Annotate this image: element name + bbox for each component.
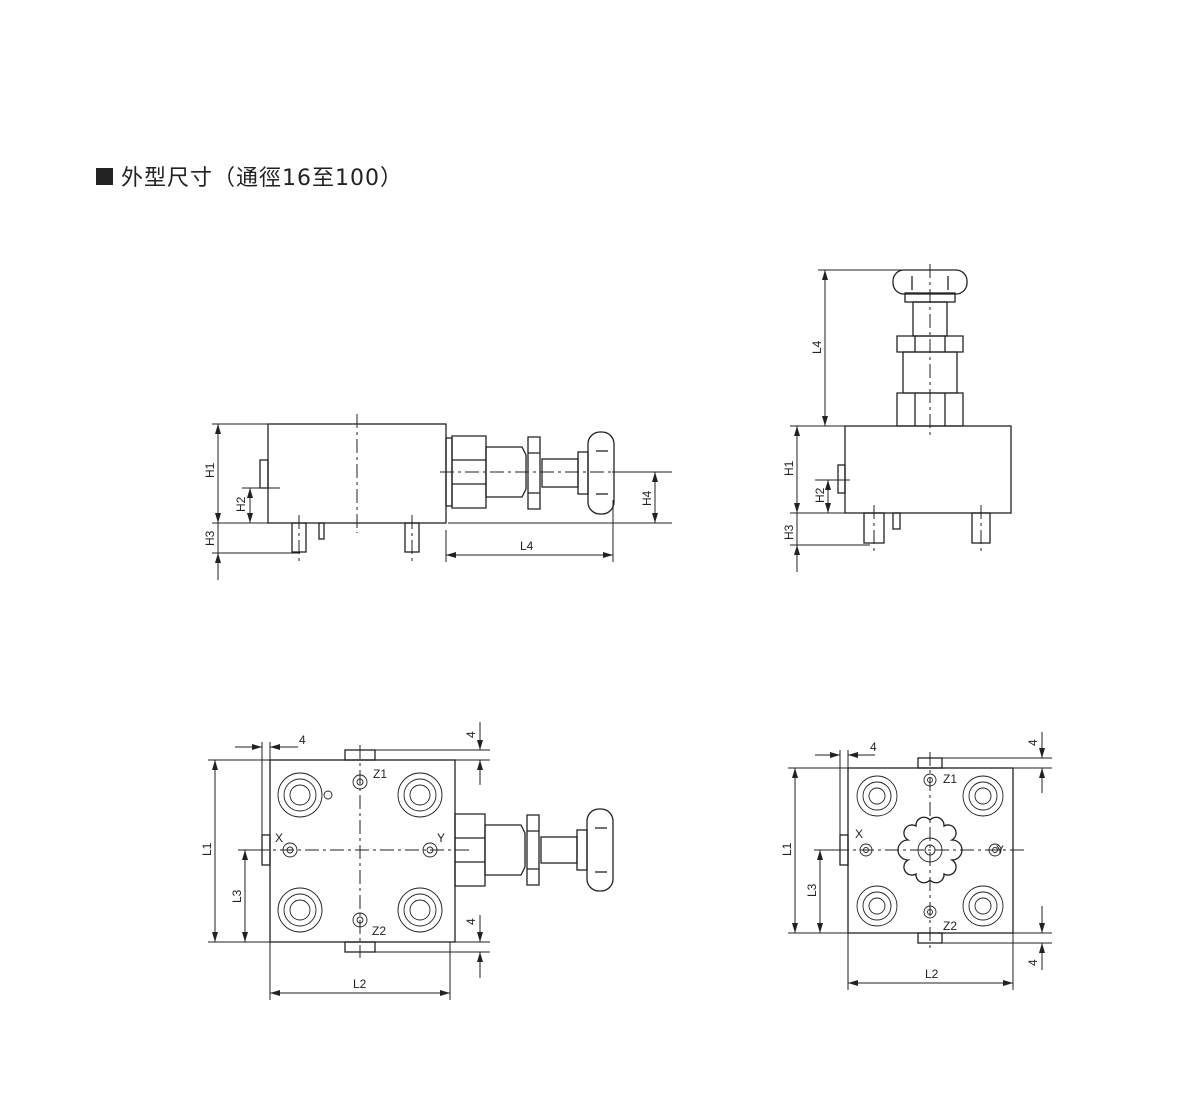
port-x: X [855, 827, 863, 841]
handwheel-icon [897, 816, 963, 884]
port-y: Y [996, 843, 1004, 857]
dim-l3: L3 [230, 889, 244, 903]
dim-4: 4 [299, 733, 306, 747]
dim-l2: L2 [925, 967, 939, 981]
section-title: 外型尺寸（通徑16至100） [96, 160, 403, 192]
dim-l4: L4 [520, 539, 534, 553]
port-z2: Z2 [943, 919, 957, 933]
dim-4: 4 [1026, 959, 1040, 966]
front-view: L4 H1 H2 H3 [782, 264, 1012, 572]
dim-4: 4 [1026, 739, 1040, 746]
side-view: H1 H2 H3 H4 L4 [203, 414, 672, 580]
dim-l3: L3 [805, 883, 819, 897]
section-title-text: 外型尺寸（通徑16至100） [121, 166, 403, 191]
dim-l1: L1 [200, 842, 214, 856]
port-z2: Z2 [372, 924, 386, 938]
dim-l2: L2 [353, 977, 367, 991]
dim-h3: H3 [782, 524, 796, 540]
black-square-icon [96, 167, 113, 185]
dim-h4: H4 [640, 490, 654, 506]
dim-l1: L1 [780, 842, 794, 856]
port-x: X [275, 831, 283, 845]
port-z1: Z1 [373, 767, 387, 781]
dim-h3: H3 [203, 530, 217, 546]
dim-l4: L4 [810, 340, 824, 354]
port-y: Y [437, 831, 445, 845]
plan-view-left: Z1 Z2 X Y L1 L3 L2 4 4 4 [200, 722, 614, 1000]
dim-4: 4 [464, 918, 478, 925]
dim-4: 4 [464, 731, 478, 738]
dim-h2: H2 [234, 496, 248, 512]
dim-4: 4 [870, 740, 877, 754]
dim-h2: H2 [813, 487, 827, 503]
port-z1: Z1 [943, 772, 957, 786]
dim-h1: H1 [782, 460, 796, 476]
plan-view-right: Z1 Z2 X Y L1 L3 L2 4 4 4 [780, 732, 1052, 990]
dim-h1: H1 [203, 462, 217, 478]
